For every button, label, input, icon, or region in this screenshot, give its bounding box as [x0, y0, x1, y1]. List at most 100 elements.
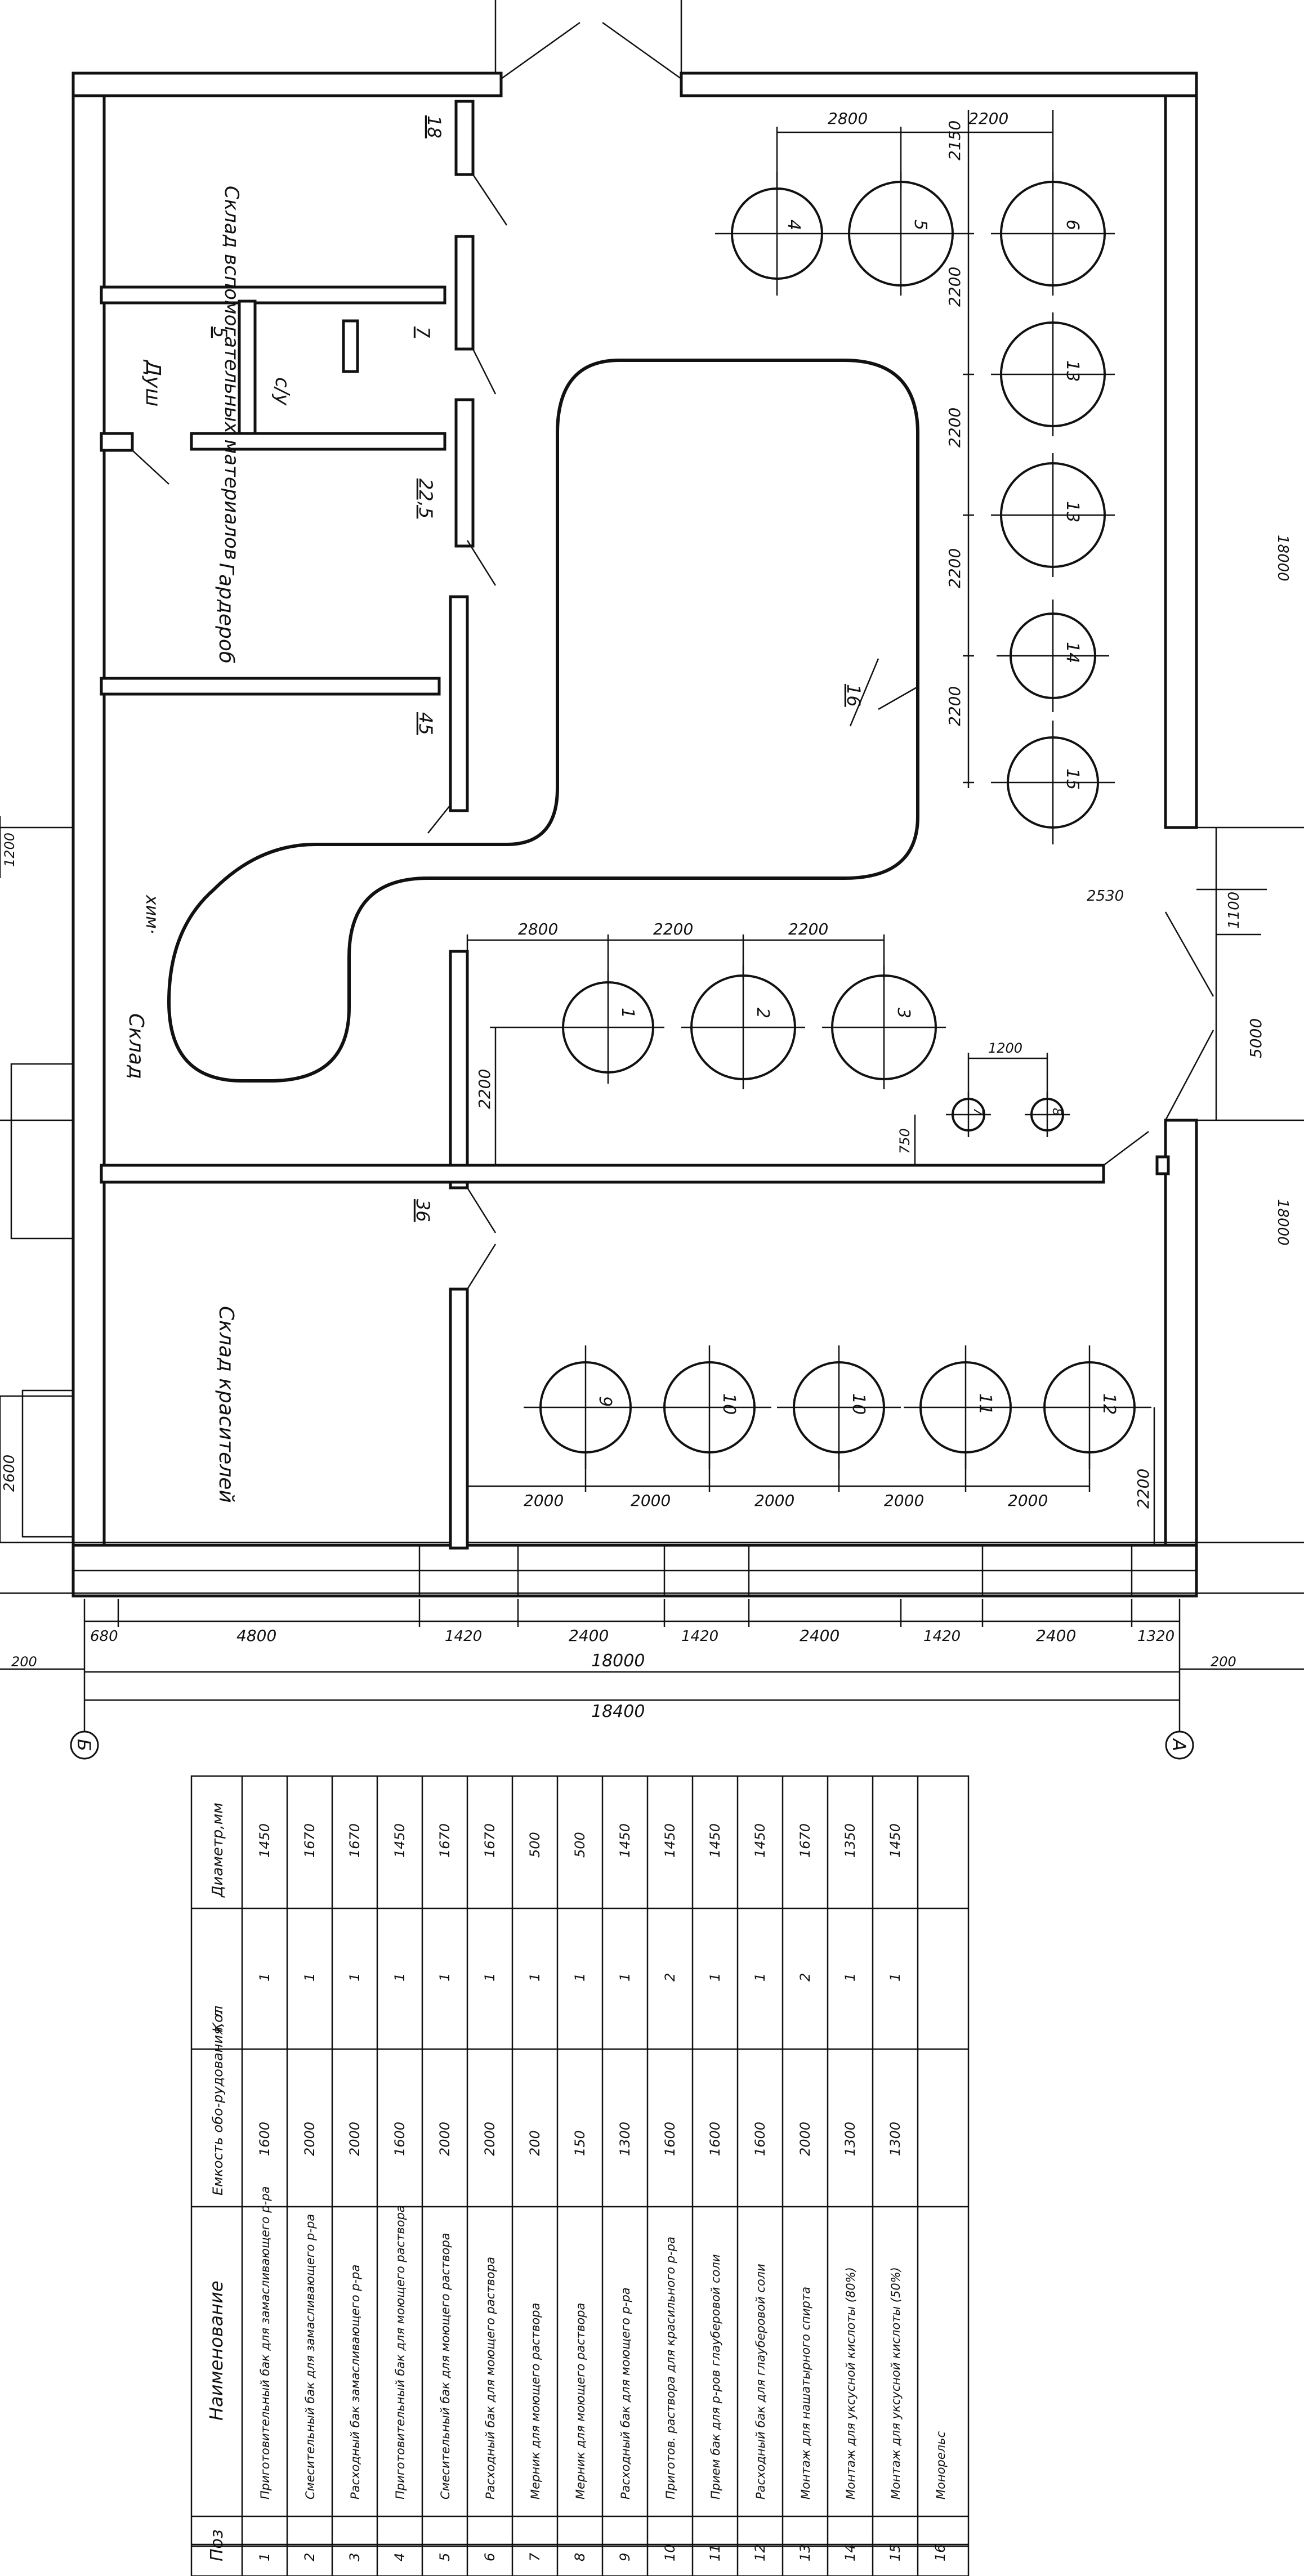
tank-10b: 10: [777, 1345, 901, 1469]
room-label-wardrobe: Гардероб: [215, 563, 238, 664]
table-row: 7 Мерник для моющего раствора 200 1 500: [527, 1832, 543, 2561]
table-row: 13 Монтаж для нашатырного спирта 2000 2 …: [797, 1823, 813, 2561]
tank-15: 15: [991, 721, 1115, 844]
dim-small-1200: 1200: [988, 1040, 1022, 1056]
svg-text:1: 1: [707, 1973, 723, 1982]
axis-marker-a: А: [1165, 1730, 1194, 1760]
svg-text:Смесительный бак для замаслива: Смесительный бак для замасливающего р-ра: [303, 2214, 317, 2499]
room-label-wc: с/у: [271, 377, 293, 406]
svg-text:8: 8: [1050, 1108, 1064, 1116]
svg-text:1: 1: [527, 1973, 543, 1982]
svg-text:1: 1: [302, 1973, 318, 1982]
svg-text:2: 2: [662, 1973, 678, 1982]
room-label-aux-storage: Склад вспомогательных материалов: [220, 186, 243, 560]
monorail-callout-line: [878, 686, 918, 710]
svg-text:6: 6: [482, 2553, 498, 2561]
table-row: 10 Приготов. раствора для красильного р-…: [662, 1823, 678, 2561]
svg-text:Монтаж для уксусной кислоты (5: Монтаж для уксусной кислоты (50%): [889, 2267, 903, 2499]
svg-text:1670: 1670: [482, 1823, 498, 1858]
dim-mid-vert-750: 750: [897, 1128, 913, 1154]
tank-12: 12: [1028, 1345, 1151, 1469]
svg-text:15: 15: [887, 2544, 903, 2561]
tank-9: 9: [524, 1345, 647, 1469]
dim-chain-2400b: 2400: [800, 1626, 839, 1645]
svg-text:1300: 1300: [887, 2122, 903, 2156]
svg-text:10: 10: [662, 2544, 678, 2561]
svg-text:Расходный бак для глауберовой: Расходный бак для глауберовой соли: [754, 2264, 767, 2499]
svg-text:500: 500: [572, 1832, 588, 1858]
dim-mid-2200b: 2200: [788, 920, 828, 938]
svg-text:Монтаж для нашатырного спирта: Монтаж для нашатырного спирта: [799, 2287, 812, 2499]
area-label-wc: 7: [412, 327, 434, 338]
dim-right-2200d: 2200: [945, 686, 964, 726]
tank-5: 5: [839, 172, 963, 296]
svg-text:1: 1: [842, 1973, 858, 1982]
tank-2: 2: [681, 965, 805, 1089]
table-row: 6 Расходный бак для моющего раствора 200…: [482, 1823, 498, 2561]
table-row: 5 Смесительный бак для моющего раствора …: [437, 1823, 453, 2561]
svg-text:Мерник для моющего раствора: Мерник для моющего раствора: [529, 2303, 542, 2499]
svg-text:1: 1: [618, 1008, 637, 1018]
svg-text:1: 1: [572, 1973, 588, 1982]
svg-text:Расходный бак замасливающего р: Расходный бак замасливающего р-ра: [349, 2265, 362, 2499]
tank-4: 4: [715, 172, 839, 296]
svg-text:1600: 1600: [257, 2122, 273, 2156]
svg-text:Смесительный бак для моющего р: Смесительный бак для моющего раствора: [439, 2233, 452, 2499]
svg-text:150: 150: [572, 2130, 588, 2156]
dim-top-2800: 2800: [828, 109, 868, 128]
svg-text:1: 1: [752, 1973, 768, 1982]
room-label-storage-tail: хим·: [142, 895, 162, 934]
svg-text:Монтаж для уксусной кислоты (8: Монтаж для уксусной кислоты (80%): [844, 2267, 858, 2499]
svg-text:3: 3: [894, 1008, 913, 1018]
table-header-name: Наименование: [206, 2280, 227, 2421]
svg-text:9: 9: [595, 1396, 615, 1407]
svg-text:2: 2: [302, 2553, 318, 2561]
svg-text:2000: 2000: [797, 2122, 813, 2156]
dim-right-5000: 5000: [1247, 1018, 1265, 1058]
svg-text:1450: 1450: [752, 1823, 768, 1858]
svg-text:1600: 1600: [752, 2122, 768, 2156]
svg-text:1450: 1450: [707, 1823, 723, 1858]
svg-text:11: 11: [975, 1393, 995, 1415]
table-row: 14 Монтаж для уксусной кислоты (80%) 130…: [842, 1823, 858, 2561]
table-header-pos: Поз: [207, 2529, 227, 2561]
svg-text:Мерник для моющего раствора: Мерник для моющего раствора: [574, 2303, 587, 2499]
table-header-diameter: Диаметр,мм: [209, 1803, 226, 1898]
dim-right-2200b: 2200: [945, 408, 964, 448]
svg-text:1450: 1450: [887, 1823, 903, 1858]
svg-text:1670: 1670: [347, 1823, 363, 1858]
dim-top-2200: 2200: [968, 109, 1008, 128]
svg-text:1600: 1600: [662, 2122, 678, 2156]
dim-left-2600: 2600: [1, 1455, 18, 1492]
svg-text:2: 2: [753, 1008, 772, 1018]
svg-text:14: 14: [1062, 642, 1082, 663]
svg-text:1: 1: [617, 1973, 633, 1982]
svg-text:500: 500: [527, 1832, 543, 1858]
svg-text:1: 1: [257, 2553, 273, 2561]
svg-text:2000: 2000: [437, 2122, 453, 2156]
dim-overall-18400: 18400: [591, 1702, 645, 1721]
dim-mid-2800: 2800: [518, 920, 558, 938]
area-label-shower: 5: [209, 327, 231, 338]
svg-text:1450: 1450: [662, 1823, 678, 1858]
svg-text:13: 13: [1062, 501, 1082, 522]
dim-bottom-2000a: 2000: [631, 1491, 671, 1510]
dim-chain-2400c: 2400: [1036, 1626, 1076, 1645]
table-row: 3 Расходный бак замасливающего р-ра 2000…: [347, 1823, 363, 2561]
svg-text:1: 1: [437, 1973, 453, 1982]
svg-text:2: 2: [797, 1973, 813, 1982]
svg-text:8: 8: [572, 2553, 588, 2561]
svg-text:Монорельс: Монорельс: [934, 2431, 948, 2499]
dim-right-18000a: 18000: [1274, 535, 1291, 582]
svg-text:10: 10: [719, 1393, 739, 1415]
svg-text:5: 5: [437, 2553, 453, 2561]
svg-text:1600: 1600: [707, 2122, 723, 2156]
table-row: 1 Приготовительный бак для замасливающег…: [257, 1823, 273, 2561]
table-row: 4 Приготовительный бак для моющего раств…: [392, 1823, 408, 2561]
svg-text:7: 7: [527, 2552, 543, 2561]
building-walls: [0, 0, 1304, 1598]
dim-chain-1420c: 1420: [923, 1628, 961, 1645]
svg-text:10: 10: [849, 1393, 868, 1415]
svg-text:5: 5: [910, 220, 930, 230]
